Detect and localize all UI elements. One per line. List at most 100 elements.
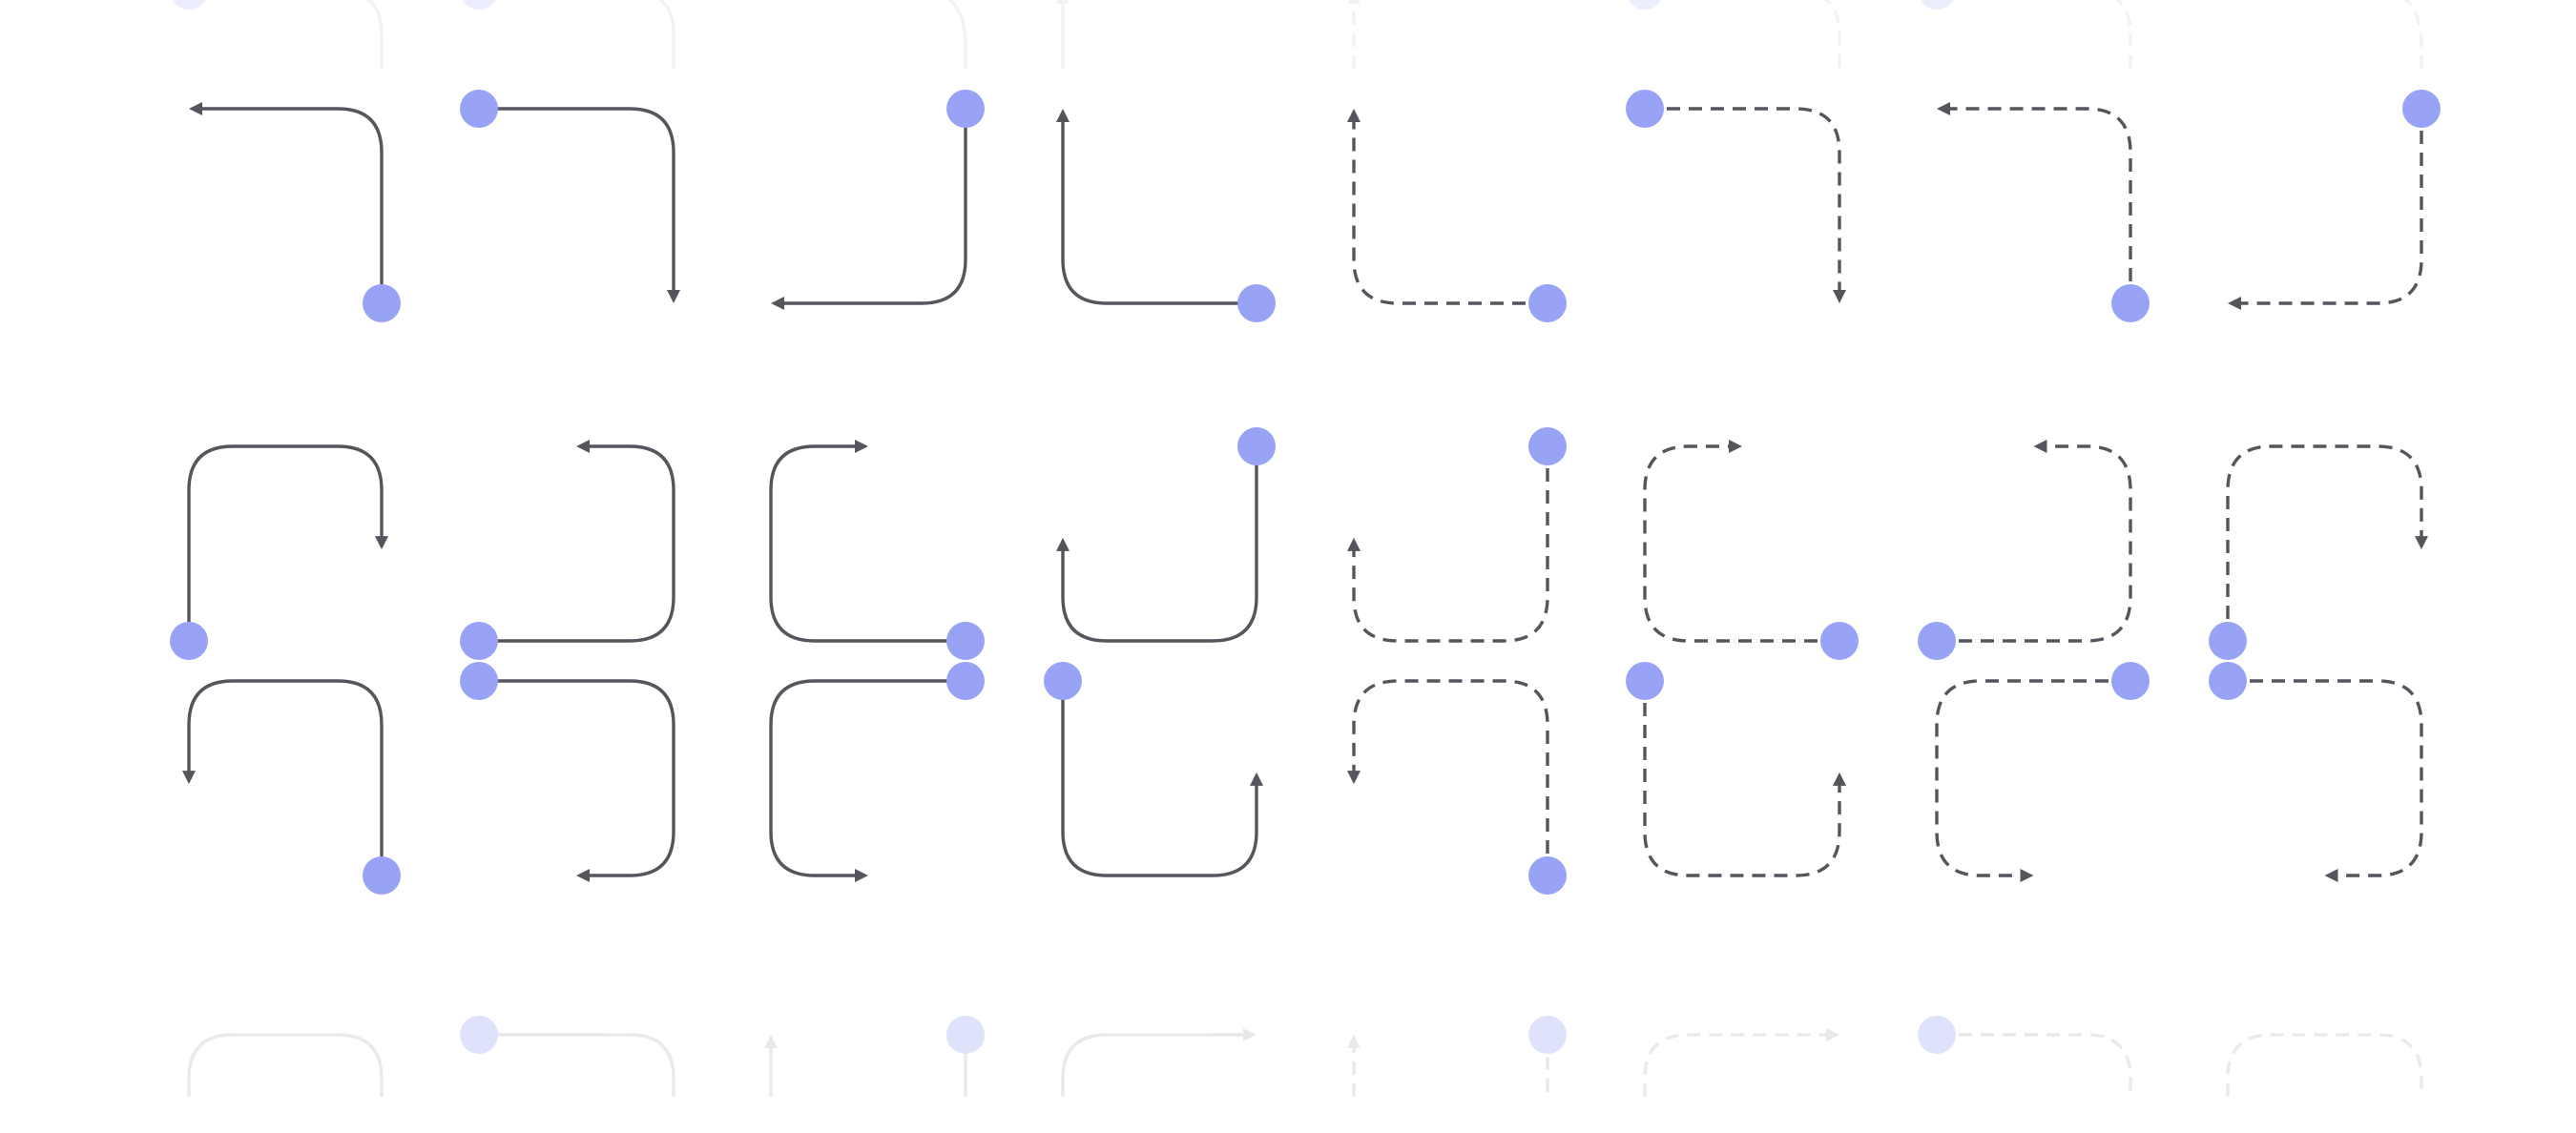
solid-connector-line [769, 1035, 967, 1097]
connector-bottom-fading-row-4 [1061, 1028, 1257, 1097]
connection-node [2402, 90, 2441, 128]
connector-row-row-3 [182, 662, 2423, 895]
connector-bottom-fading-row-2 [460, 1016, 675, 1097]
connection-node [1920, 0, 1954, 10]
arrowhead-icon [375, 536, 388, 550]
connector-row-3-7 [1935, 662, 2150, 882]
solid-connector-line [769, 444, 966, 643]
solid-connector-line [657, 0, 675, 69]
arrowhead-icon [2228, 297, 2241, 310]
arrowhead-icon [1250, 772, 1263, 786]
connector-bottom-fading-row-1 [187, 1033, 384, 1097]
connection-node [363, 284, 401, 322]
connector-row-row-2 [170, 427, 2428, 660]
connector-top-fading-row-2 [462, 0, 675, 69]
connector-row-top-fading-row [172, 0, 2423, 69]
connector-row-2-6 [1643, 440, 1859, 660]
arrowhead-icon [2020, 869, 2034, 882]
connector-row-1-7 [1937, 102, 2150, 322]
arrowhead-icon [1347, 1035, 1361, 1048]
solid-connector-line [187, 444, 384, 641]
connector-row-1-4 [1056, 109, 1276, 322]
connection-node [1626, 90, 1664, 128]
connector-row-1-3 [771, 90, 985, 310]
arrowhead-icon [189, 102, 202, 115]
connection-node [2209, 622, 2247, 660]
arrowhead-icon [1243, 1028, 1257, 1041]
arrowhead-icon [2415, 536, 2428, 550]
arrowhead-icon [1347, 771, 1361, 785]
connection-node [1626, 662, 1664, 700]
dashed-connector-line [1352, 118, 1548, 305]
connection-node [460, 90, 498, 128]
connector-grid [170, 0, 2441, 1097]
dashed-connector-line [1643, 681, 1841, 877]
connector-row-3-1 [182, 679, 401, 895]
arrowhead-icon [1937, 102, 1950, 115]
connector-row-3-6 [1626, 662, 1846, 877]
solid-connector-line [947, 0, 967, 69]
connector-row-3-5 [1347, 679, 1567, 895]
dashed-connector-line [1937, 444, 2132, 643]
arrowhead-icon [1729, 440, 1742, 453]
dashed-connector-line [1643, 1033, 1830, 1097]
arrowhead-icon [2324, 869, 2338, 882]
arrowhead-icon [1347, 109, 1361, 122]
dashed-connector-line [1643, 444, 1839, 643]
connector-top-fading-row-5 [1347, 0, 1361, 69]
connector-bottom-fading-row-7 [1918, 1016, 2132, 1097]
solid-connector-line [187, 679, 384, 876]
dashed-connector-line [2226, 444, 2423, 641]
connector-row-3-3 [769, 662, 985, 882]
solid-connector-line [1061, 1033, 1247, 1097]
connection-node [946, 90, 985, 128]
dashed-connector-line [1645, 107, 1841, 294]
connection-node [2209, 662, 2247, 700]
dashed-connector-line [2237, 109, 2423, 305]
connection-node [1528, 1016, 1567, 1054]
solid-connector-line [1061, 118, 1257, 305]
dashed-connector-line [2228, 679, 2423, 877]
connector-row-2-1 [170, 444, 388, 660]
connector-top-fading-row-6 [1628, 0, 1841, 69]
connection-node [1237, 284, 1276, 322]
arrowhead-icon [576, 440, 590, 453]
connector-row-2-5 [1347, 427, 1567, 643]
connector-bottom-fading-row-3 [764, 1016, 985, 1097]
dashed-connector-line [2226, 1033, 2423, 1097]
arrowhead-icon [1056, 537, 1070, 551]
connector-row-bottom-fading-row [187, 1016, 2423, 1097]
connector-row-3-4 [1044, 662, 1263, 877]
solid-connector-line [780, 109, 967, 305]
connection-node [460, 1016, 498, 1054]
arrowhead-icon [576, 869, 590, 882]
connector-top-fading-row-8 [2403, 0, 2423, 69]
arrowhead-icon [1347, 537, 1361, 551]
arrowhead-icon [667, 290, 680, 303]
dashed-connector-line [1352, 446, 1549, 643]
connector-top-fading-row-1 [172, 0, 384, 69]
arrowhead-icon [2033, 440, 2047, 453]
connector-row-2-2 [460, 440, 675, 660]
connection-node [363, 856, 401, 895]
arrowhead-icon [1056, 0, 1070, 4]
solid-connector-line [479, 1033, 675, 1097]
dashed-connector-line [1823, 0, 1841, 69]
arrowhead-icon [1056, 109, 1070, 122]
connection-node [946, 622, 985, 660]
solid-connector-line [365, 0, 384, 69]
solid-connector-line [187, 1033, 384, 1097]
connector-row-1-6 [1626, 90, 1846, 303]
connector-row-2-8 [2209, 444, 2428, 660]
solid-connector-line [479, 107, 675, 294]
solid-connector-line [1061, 446, 1258, 643]
connector-row-1-5 [1347, 109, 1567, 322]
arrowhead-icon [1347, 0, 1361, 4]
connector-row-1-8 [2228, 90, 2441, 310]
arrowhead-icon [182, 771, 196, 785]
dashed-connector-line [1935, 679, 2130, 877]
arrowhead-icon [855, 869, 868, 882]
connection-node [1918, 1016, 1956, 1054]
arrowhead-icon [764, 1035, 778, 1048]
